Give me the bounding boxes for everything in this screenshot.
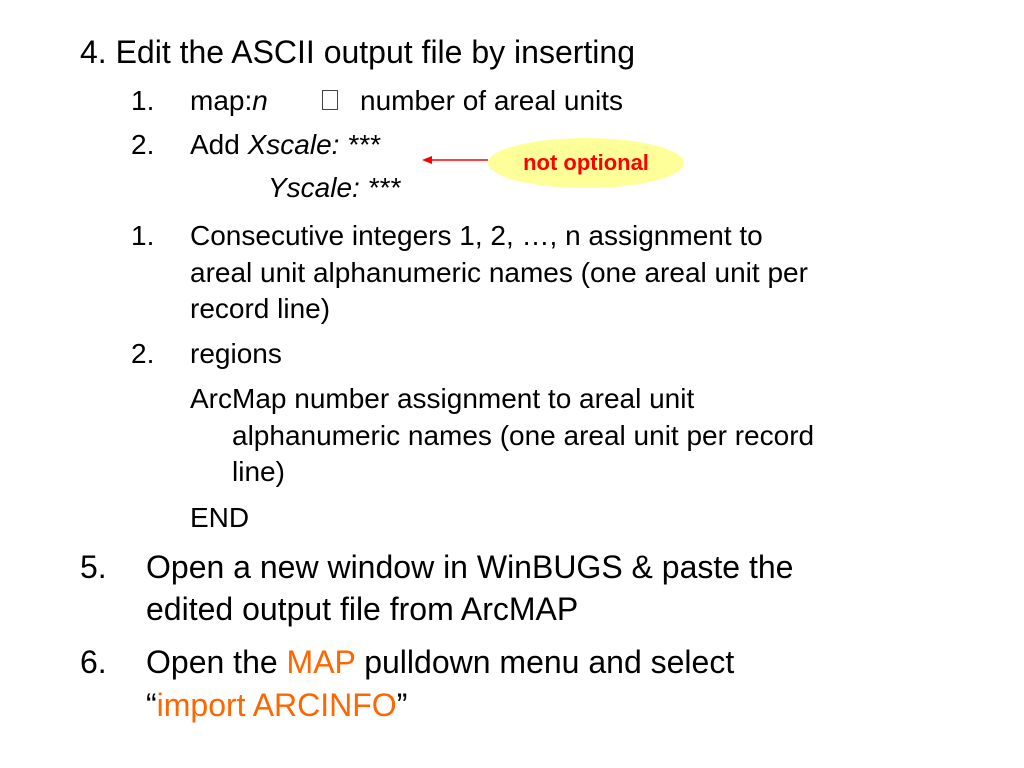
item-6-pulldown-text: pulldown menu and select bbox=[355, 644, 735, 680]
xscale-text: Xscale: *** bbox=[247, 129, 380, 160]
regions-text: regions bbox=[190, 338, 282, 369]
item-6-number: 6. bbox=[80, 644, 107, 680]
map-line: map:n bbox=[190, 87, 268, 115]
consecutive-line-3: record line) bbox=[190, 293, 331, 324]
item-4-heading: 4. Edit the ASCII output file by inserti… bbox=[80, 34, 635, 70]
sub-item-number: 1. bbox=[131, 85, 155, 116]
add-xscale-line: Add Xscale: *** bbox=[190, 131, 380, 159]
item-6-line-2: “import ARCINFO” bbox=[146, 689, 407, 721]
map-prefix: map: bbox=[190, 85, 253, 116]
consecutive-line-2: areal unit alphanumeric names (one areal… bbox=[190, 257, 808, 288]
add-prefix: Add bbox=[190, 129, 248, 160]
item-6-open-the: Open the bbox=[146, 644, 287, 680]
sub-item-number: 1. bbox=[131, 220, 155, 251]
not-optional-callout: not optional bbox=[488, 138, 684, 188]
yscale-text: Yscale: *** bbox=[268, 172, 401, 203]
item-6-line-1: Open the MAP pulldown menu and select bbox=[146, 646, 734, 678]
arcmap-line-3: line) bbox=[232, 456, 285, 487]
map-description: number of areal units bbox=[360, 85, 624, 116]
import-arcinfo-text: import ARCINFO bbox=[156, 687, 397, 723]
callout-arrow bbox=[422, 156, 488, 164]
open-quote: “ bbox=[146, 687, 157, 723]
consecutive-line-1: Consecutive integers 1, 2, …, n assignme… bbox=[190, 220, 763, 251]
map-menu-name: MAP bbox=[286, 644, 356, 680]
close-quote: ” bbox=[396, 687, 408, 723]
sub-item-number: 2. bbox=[131, 338, 155, 369]
item-5-number: 5. bbox=[80, 549, 107, 585]
sub-item-number: 2. bbox=[131, 129, 155, 160]
missing-glyph-box bbox=[322, 90, 338, 110]
arcmap-line-2: alphanumeric names (one areal unit per r… bbox=[232, 420, 815, 451]
callout-text: not optional bbox=[523, 150, 649, 175]
item-5-line-1: Open a new window in WinBUGS & paste the bbox=[146, 549, 794, 585]
map-var: n bbox=[252, 85, 268, 116]
arcmap-line-1: ArcMap number assignment to areal unit bbox=[190, 383, 695, 414]
item-5-line-2: edited output file from ArcMAP bbox=[146, 591, 579, 627]
end-text: END bbox=[190, 502, 250, 533]
